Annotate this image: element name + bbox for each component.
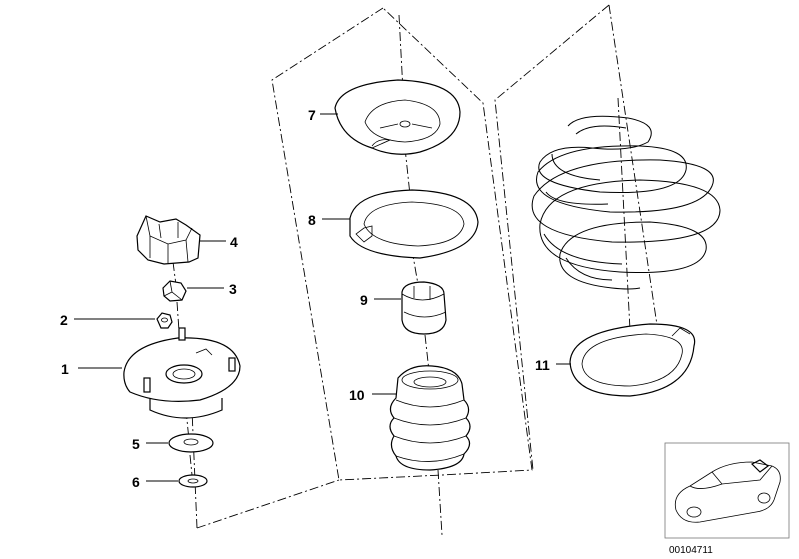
frame-right-column (494, 4, 610, 471)
label-7: 7 (308, 107, 316, 123)
label-3: 3 (229, 281, 237, 297)
axis-4-3 (172, 261, 177, 286)
label-9: 9 (360, 292, 368, 308)
label-5: 5 (132, 436, 140, 452)
part-2-small-nut (156, 312, 173, 329)
part-11-spring-pad (569, 323, 696, 397)
frame-left-column (271, 7, 533, 481)
label-8: 8 (308, 212, 316, 228)
label-10: 10 (349, 387, 365, 403)
part-4-cap (136, 215, 201, 265)
axis-11 (617, 97, 631, 331)
label-2: 2 (60, 312, 68, 328)
frame-right-vertical (608, 4, 661, 346)
part-5-washer (168, 433, 214, 453)
part-10-boot (389, 365, 471, 471)
part-6-small-washer (178, 474, 208, 488)
axis-7 (398, 14, 405, 111)
part-7-spring-seat (334, 79, 461, 155)
axis-10 (437, 469, 443, 536)
highlight-marker (750, 459, 769, 473)
part-1-strut-mount (123, 327, 241, 419)
label-11: 11 (535, 357, 550, 373)
reference-number: 00104711 (669, 545, 713, 556)
car-thumbnail (664, 442, 790, 539)
part-3-nut (162, 280, 187, 302)
axis-5-6 (189, 454, 193, 476)
thumbnail-frame (664, 442, 790, 539)
part-11-coil-spring (531, 115, 721, 290)
part-8-spring-pad (349, 189, 479, 259)
axis-7-8 (404, 147, 411, 196)
label-6: 6 (132, 474, 140, 490)
label-1: 1 (61, 361, 69, 377)
frame-left-vertical (191, 409, 198, 529)
part-9-bump-stop (401, 281, 447, 335)
frame-left-diag (196, 479, 340, 529)
label-4: 4 (230, 234, 238, 250)
